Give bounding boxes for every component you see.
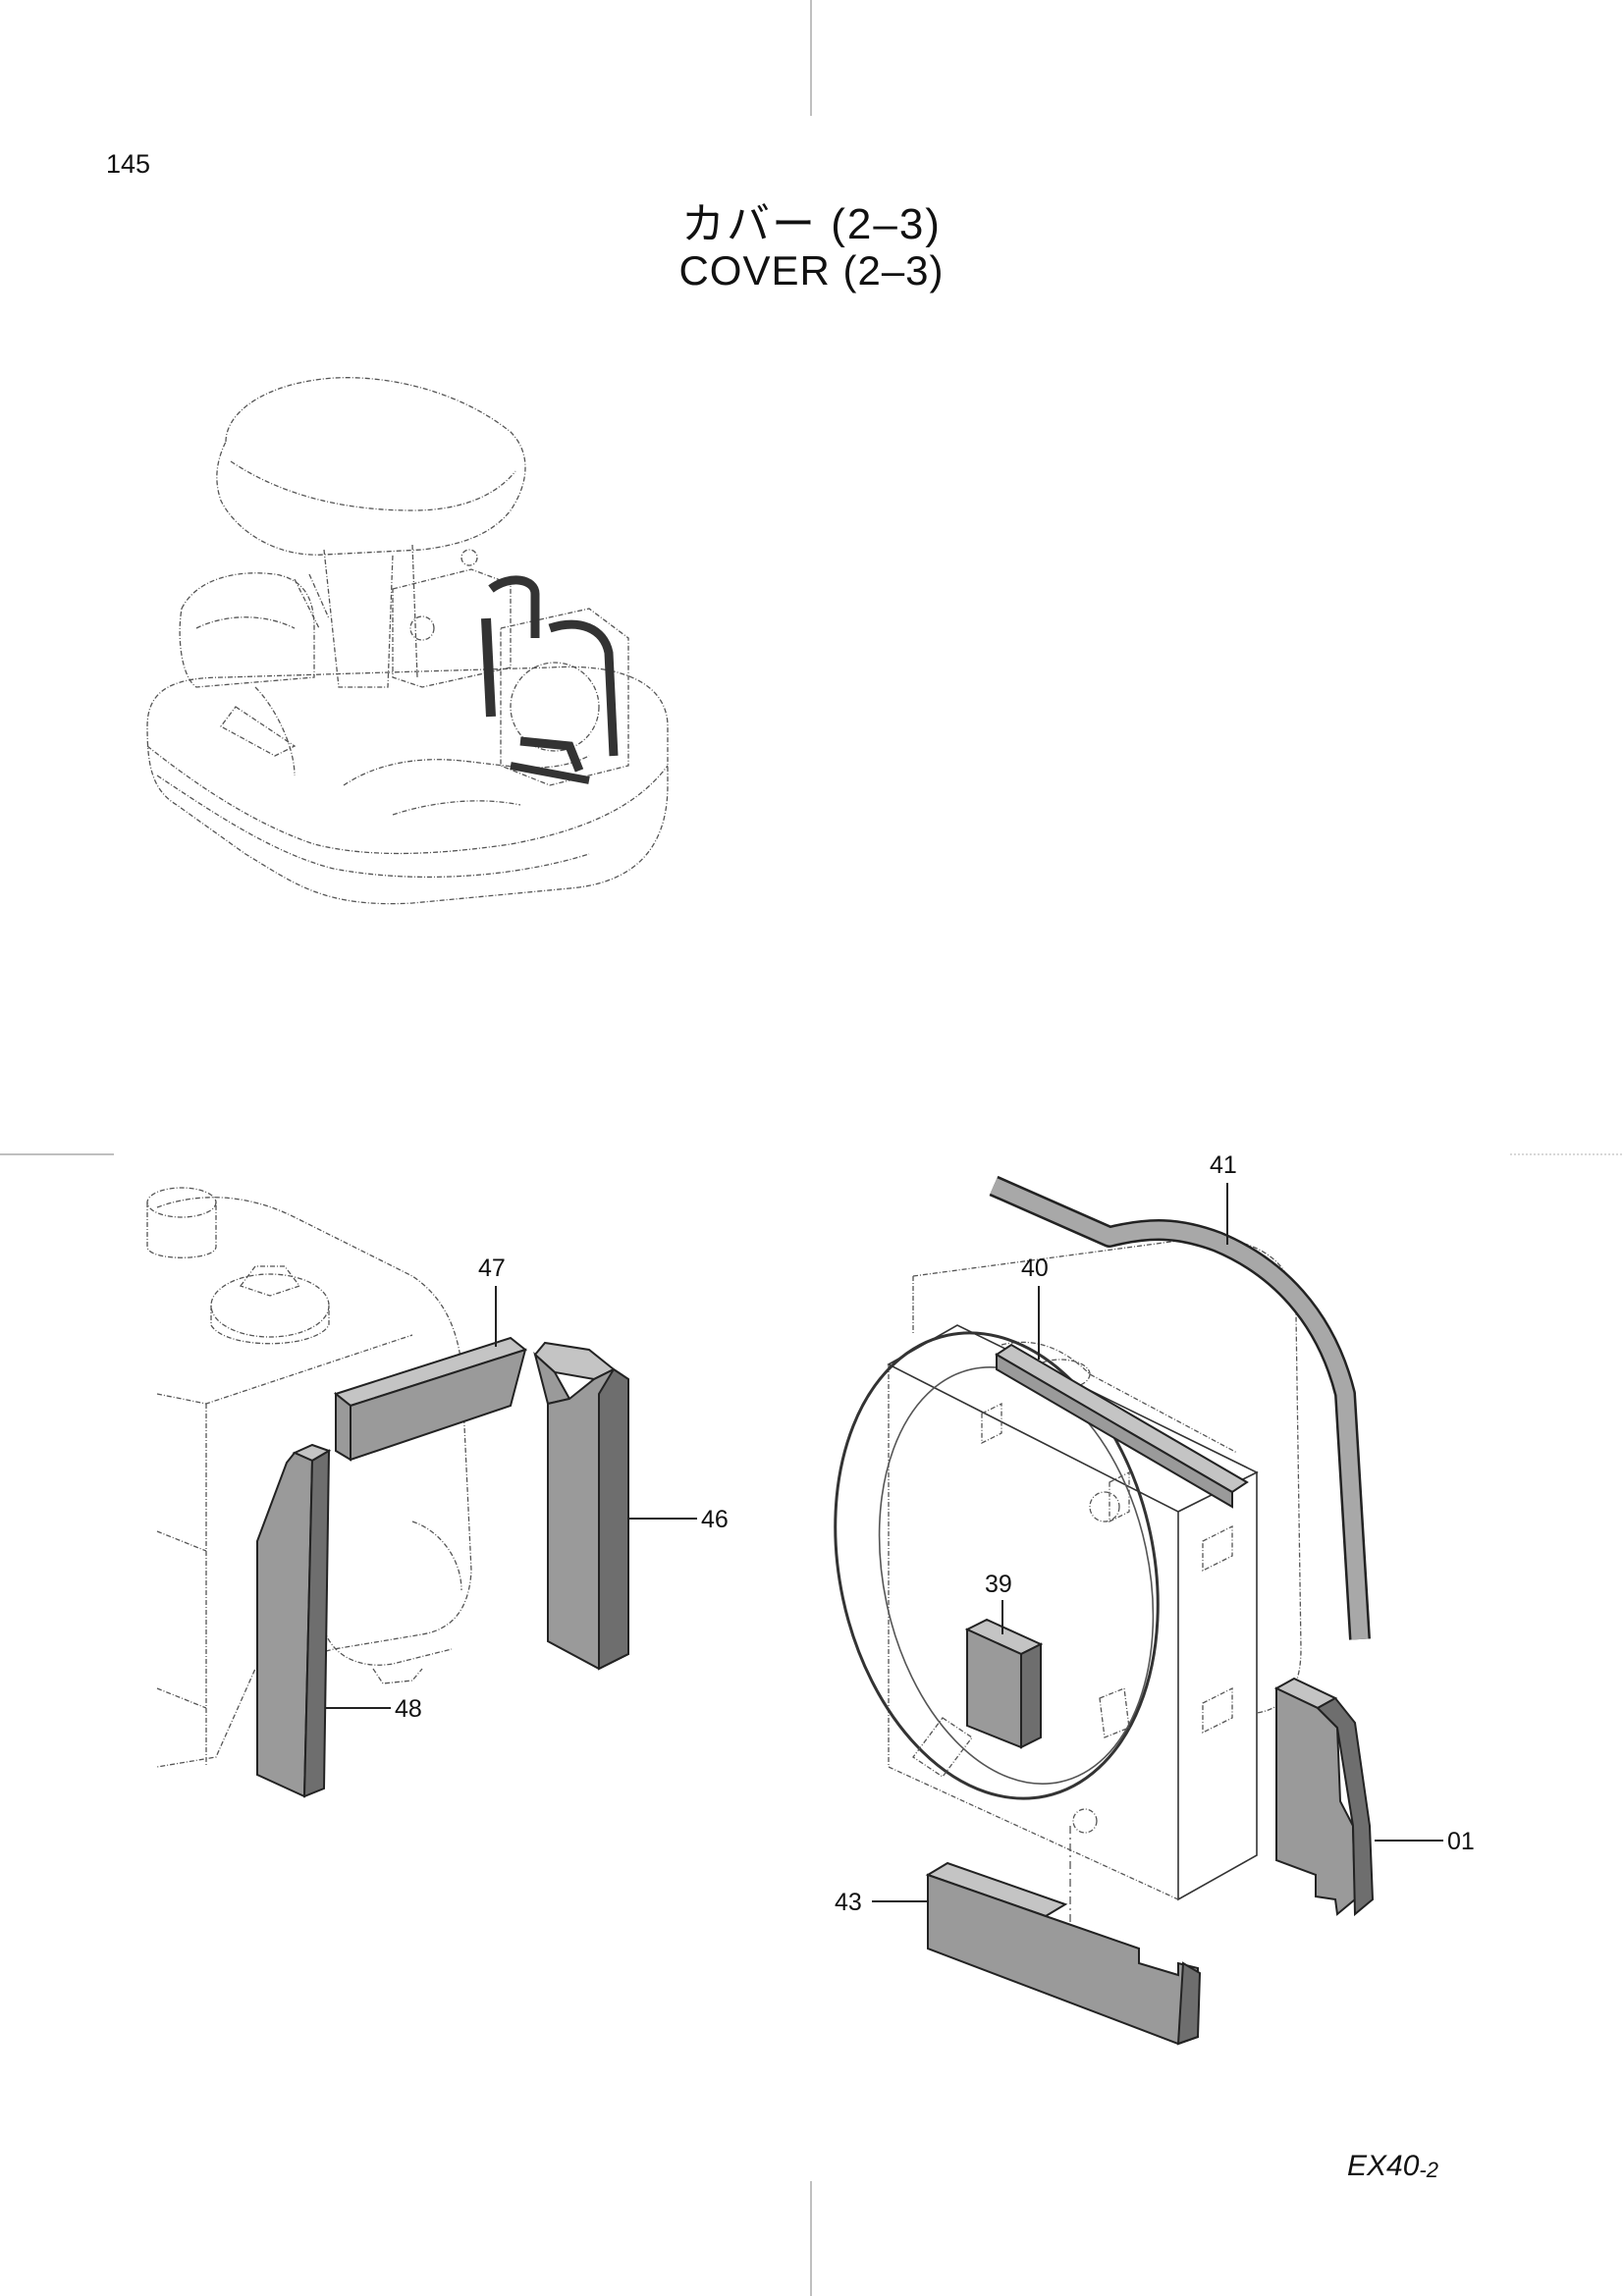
seal-01 xyxy=(1273,1677,1375,1917)
machine-overview-illustration xyxy=(146,377,669,905)
callout-label-47: 47 xyxy=(478,1255,506,1282)
callout-46: 46 xyxy=(628,1506,729,1533)
model-name: EX40 xyxy=(1347,2150,1420,2182)
seal-39 xyxy=(964,1618,1044,1749)
seal-43 xyxy=(925,1861,1202,2046)
callout-label-01: 01 xyxy=(1447,1828,1475,1855)
callout-label-43: 43 xyxy=(835,1889,862,1916)
callout-43: 43 xyxy=(835,1889,928,1916)
callout-label-46: 46 xyxy=(701,1506,729,1533)
callout-label-39: 39 xyxy=(985,1571,1012,1598)
callout-48: 48 xyxy=(326,1695,422,1723)
callout-39: 39 xyxy=(985,1571,1012,1634)
callout-01: 01 xyxy=(1375,1828,1475,1855)
pad-48 xyxy=(256,1443,332,1798)
callout-41: 41 xyxy=(1210,1151,1237,1245)
model-suffix: -2 xyxy=(1419,2158,1438,2182)
page-title-japanese: カバー (2–3) xyxy=(681,200,942,248)
seal-40 xyxy=(995,1343,1249,1509)
callout-47: 47 xyxy=(478,1255,506,1347)
callout-40: 40 xyxy=(1021,1255,1049,1360)
page-number: 145 xyxy=(106,149,151,179)
model-code: EX40-2 xyxy=(1347,2150,1438,2183)
callout-label-41: 41 xyxy=(1210,1151,1237,1179)
hydraulic-tank-group xyxy=(146,1187,472,1768)
page-title-english: COVER (2–3) xyxy=(678,247,945,294)
pad-47 xyxy=(333,1336,528,1462)
callout-label-48: 48 xyxy=(395,1695,422,1723)
seal-41 xyxy=(989,1175,1371,1640)
radiator-group xyxy=(834,1236,1302,1924)
pad-46 xyxy=(533,1341,629,1671)
callout-label-40: 40 xyxy=(1021,1255,1049,1282)
